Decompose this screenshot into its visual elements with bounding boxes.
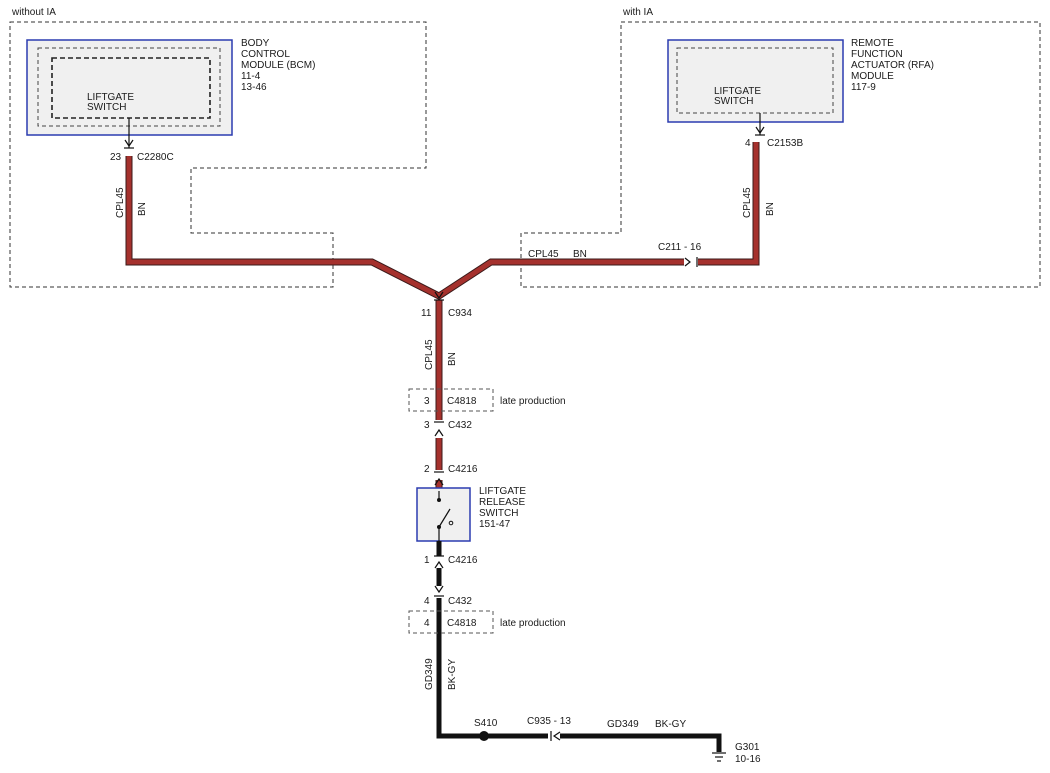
ground-wire-circuit: GD349	[424, 658, 435, 690]
horizontal-wire-circuit: CPL45	[528, 249, 559, 260]
c2153b-arrow-icon	[755, 126, 765, 135]
c4818-top-box	[408, 388, 494, 412]
c934-wire-color: BN	[447, 352, 458, 366]
c2153b-pin: 4	[745, 138, 751, 149]
c934-connector: 11 C934 CPL45 BN	[421, 291, 472, 370]
c432-top-pin: 3	[424, 420, 430, 431]
bcm-title-2: CONTROL	[241, 49, 290, 60]
c2153b-connector: 4 C2153B CPL45 BN	[742, 126, 803, 218]
c4818-top-note: late production	[500, 396, 566, 407]
c4818-top: 3 C4818 late production	[408, 388, 566, 412]
rfa-title-5: 117-9	[851, 82, 876, 93]
c432-bottom-arrow-icon	[434, 585, 444, 594]
rfa-wire-color: BN	[765, 202, 776, 216]
liftgate-release-switch: LIFTGATE RELEASE SWITCH 151-47	[416, 486, 526, 542]
c4818-top-pin: 3	[424, 396, 430, 407]
bcm-wire-color: BN	[137, 202, 148, 216]
horizontal-wire-color: BN	[573, 249, 587, 260]
ground-ref: 10-16	[735, 754, 761, 765]
switch-title-3: SWITCH	[479, 508, 518, 519]
c4216-top: 2 C4216	[424, 464, 478, 486]
c2280c-connector: 23 C2280C CPL45 BN	[110, 139, 174, 218]
bcm-title-4: 11-4	[241, 71, 261, 82]
rfa-wire-circuit: CPL45	[742, 187, 753, 218]
wire-cpl45-upper	[126, 142, 759, 299]
wire-cpl45	[125, 142, 760, 492]
c211-gap	[684, 256, 698, 268]
bcm-title-5: 13-46	[241, 82, 267, 93]
bcm-switch-label-1: LIFTGATE	[87, 92, 134, 103]
bcm-module: LIFTGATE SWITCH BODY CONTROL MODULE (BCM…	[26, 38, 315, 136]
c934-label: C934	[448, 308, 472, 319]
c934-wire-circuit: CPL45	[424, 339, 435, 370]
c4216-bottom-label: C4216	[448, 555, 478, 566]
wire-gd349-ground	[560, 733, 722, 752]
rfa-title-1: REMOTE	[851, 38, 894, 49]
c432-bottom-pin: 4	[424, 596, 430, 607]
c934-arrow-icon	[434, 291, 444, 300]
c4818-bottom-box	[408, 610, 494, 634]
rfa-module: LIFTGATE SWITCH REMOTE FUNCTION ACTUATOR…	[667, 38, 934, 123]
switch-open-contact-icon	[448, 520, 454, 526]
c935-connector: C935 - 13	[527, 716, 571, 742]
region-with-ia-label: with IA	[622, 7, 653, 18]
c935-arrow-icon	[552, 731, 561, 741]
s410-label: S410	[474, 718, 498, 729]
c2280c-arrow-icon	[124, 139, 134, 148]
rfa-inner-outline	[676, 47, 834, 114]
bcm-switch-label-2: SWITCH	[87, 102, 126, 113]
c432-top: 3 C432	[424, 420, 472, 437]
c432-top-label: C432	[448, 420, 472, 431]
ground-icon	[712, 752, 726, 762]
c2280c-pin: 23	[110, 152, 122, 163]
rfa-title-2: FUNCTION	[851, 49, 903, 60]
c4216-top-label: C4216	[448, 464, 478, 475]
wire-cpl45-upper-edge	[125, 142, 760, 301]
c432-top-arrow-icon	[434, 428, 444, 437]
switch-blade-icon	[438, 508, 451, 528]
bcm-title-3: MODULE (BCM)	[241, 60, 315, 71]
region-without-ia-label: without IA	[11, 7, 56, 18]
wire-gd349-lower	[436, 598, 548, 739]
bcm-wire-circuit: CPL45	[115, 187, 126, 218]
c4818-bottom-pin: 4	[424, 618, 430, 629]
c211-connector	[684, 256, 698, 268]
c4216-bottom: 1 C4216	[424, 555, 478, 569]
c4818-bottom: 4 C4818 late production	[408, 610, 566, 634]
c432-bottom-label: C432	[448, 596, 472, 607]
rfa-title-3: ACTUATOR (RFA)	[851, 60, 934, 71]
rfa-title-4: MODULE	[851, 71, 894, 82]
bcm-switch-outline	[51, 57, 211, 119]
c4818-bottom-label: C4818	[447, 618, 477, 629]
ground-run-color: BK-GY	[655, 719, 686, 730]
c4818-top-label: C4818	[447, 396, 477, 407]
c211-male-icon	[684, 257, 691, 267]
bcm-title-1: BODY	[241, 38, 270, 49]
switch-title-4: 151-47	[479, 519, 511, 530]
ground-wire-color: BK-GY	[447, 659, 458, 690]
switch-outline	[416, 487, 471, 542]
c2280c-label: C2280C	[137, 152, 174, 163]
c211-label: C211 - 16	[658, 242, 702, 253]
c4216-top-pin: 2	[424, 464, 430, 475]
wire-gd349	[436, 541, 722, 752]
c4216-top-arrow-icon	[434, 477, 444, 486]
c4216-bottom-pin: 1	[424, 555, 430, 566]
ground-id: G301	[735, 742, 760, 753]
switch-title-1: LIFTGATE	[479, 486, 526, 497]
region-without-ia	[9, 21, 427, 288]
c2153b-label: C2153B	[767, 138, 803, 149]
switch-title-2: RELEASE	[479, 497, 525, 508]
c4216-bottom-arrow-icon	[434, 560, 444, 569]
c935-label: C935 - 13	[527, 716, 571, 727]
rfa-outline	[667, 39, 844, 123]
rfa-switch-label-1: LIFTGATE	[714, 86, 761, 97]
s410-splice-icon	[479, 731, 489, 741]
ground-run-circuit: GD349	[607, 719, 639, 730]
c4818-bottom-note: late production	[500, 618, 566, 629]
c934-pin: 11	[421, 308, 432, 319]
rfa-switch-label-2: SWITCH	[714, 96, 753, 107]
c432-bottom: 4 C432	[424, 585, 472, 607]
